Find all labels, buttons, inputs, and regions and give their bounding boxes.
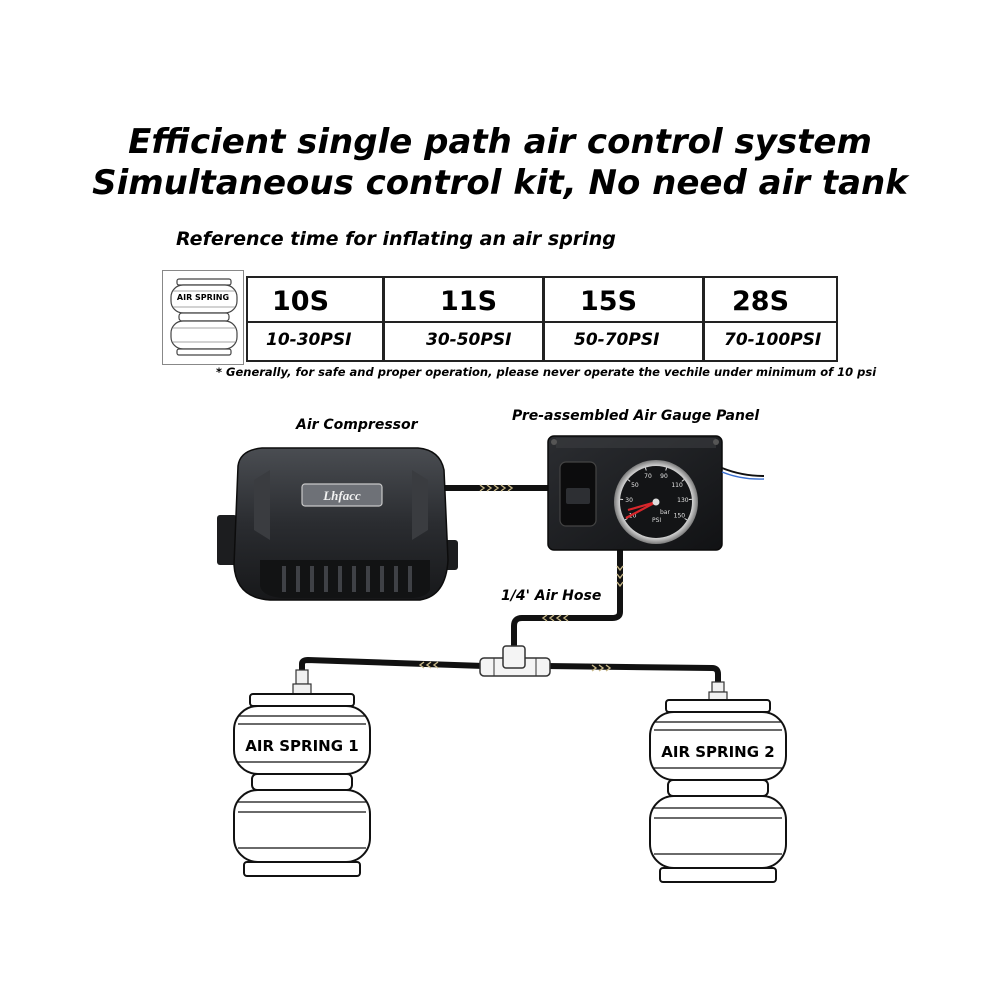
gauge-unit-psi: PSI bbox=[652, 517, 661, 524]
gauge-tick-mark bbox=[644, 467, 647, 471]
power-wire bbox=[721, 467, 765, 477]
compressor-label: Air Compressor bbox=[296, 417, 418, 433]
time-cell: 15S bbox=[580, 286, 638, 317]
gauge-panel-label: Pre-assembled Air Gauge Panel bbox=[512, 408, 760, 424]
gauge-tick-mark bbox=[684, 518, 688, 521]
inflation-time-table: 10S 11S 15S 28S 10-30PSI 30-50PSI 50-70P… bbox=[246, 276, 838, 362]
air-spring-thumbnail: AIR SPRING bbox=[162, 270, 244, 365]
gauge-tick-mark bbox=[624, 518, 628, 521]
gauge-tick-label: 130 bbox=[677, 497, 689, 504]
hose-tee-to-spring-2 bbox=[543, 663, 721, 691]
gauge-tick-label: 90 bbox=[660, 473, 668, 480]
air-compressor: Lhfacc bbox=[217, 447, 458, 601]
gauge-tick-mark bbox=[665, 467, 668, 471]
spring-fitting-2 bbox=[708, 681, 728, 701]
gauge-tick-label: 110 bbox=[671, 482, 683, 489]
flow-arrow bbox=[591, 664, 612, 672]
psi-cell: 50-70PSI bbox=[574, 330, 660, 350]
gauge-tick-label: 150 bbox=[674, 513, 686, 520]
time-cell: 11S bbox=[440, 286, 498, 317]
gauge-tick-mark bbox=[627, 479, 631, 482]
title-line-2: Simultaneous control kit, No need air ta… bbox=[92, 163, 908, 203]
flow-arrows bbox=[418, 484, 624, 672]
gauge-tick-label: 70 bbox=[644, 473, 652, 480]
air-spring-1-label: AIR SPRING 1 bbox=[245, 737, 358, 755]
flow-arrow bbox=[479, 484, 514, 492]
reference-heading: Reference time for inflating an air spri… bbox=[176, 228, 616, 250]
table-divider bbox=[542, 278, 545, 360]
psi-cell: 70-100PSI bbox=[724, 330, 822, 350]
air-spring-2-label: AIR SPRING 2 bbox=[661, 743, 774, 761]
air-spring-1 bbox=[233, 693, 371, 877]
hose-panel-to-tee bbox=[511, 545, 623, 655]
air-spring-2 bbox=[649, 699, 787, 883]
hose-tee-to-spring-1 bbox=[299, 656, 487, 679]
gauge-tick-label: 30 bbox=[625, 497, 633, 504]
time-cell: 10S bbox=[272, 286, 330, 317]
compressor-brand-text: Lhfacc bbox=[322, 488, 361, 503]
gauge-tick-label: 50 bbox=[631, 482, 639, 489]
air-spring-thumb-label: AIR SPRING bbox=[176, 293, 230, 302]
gauge-needle bbox=[627, 500, 657, 512]
flow-arrow bbox=[541, 614, 569, 622]
psi-cell: 30-50PSI bbox=[426, 330, 512, 350]
time-cell: 28S bbox=[732, 286, 790, 317]
air-spring-thumb-icon bbox=[170, 278, 238, 356]
safety-note: * Generally, for safe and proper operati… bbox=[216, 365, 877, 379]
psi-cell: 10-30PSI bbox=[266, 330, 352, 350]
air-hose-label: 1/4' Air Hose bbox=[501, 588, 602, 604]
tee-fitting bbox=[479, 645, 551, 677]
flow-arrow bbox=[418, 661, 439, 669]
title-line-1: Efficient single path air control system bbox=[128, 122, 872, 162]
gauge-tick-mark bbox=[681, 479, 685, 482]
air-hose-network bbox=[299, 485, 721, 691]
spring-fitting-1 bbox=[292, 669, 312, 695]
gauge-unit-bar: bar bbox=[660, 509, 670, 516]
table-divider bbox=[702, 278, 705, 360]
gauge-needle bbox=[625, 501, 657, 519]
gauge-tick-label: 10 bbox=[629, 513, 637, 520]
table-divider bbox=[382, 278, 385, 360]
flow-arrow bbox=[616, 565, 624, 588]
